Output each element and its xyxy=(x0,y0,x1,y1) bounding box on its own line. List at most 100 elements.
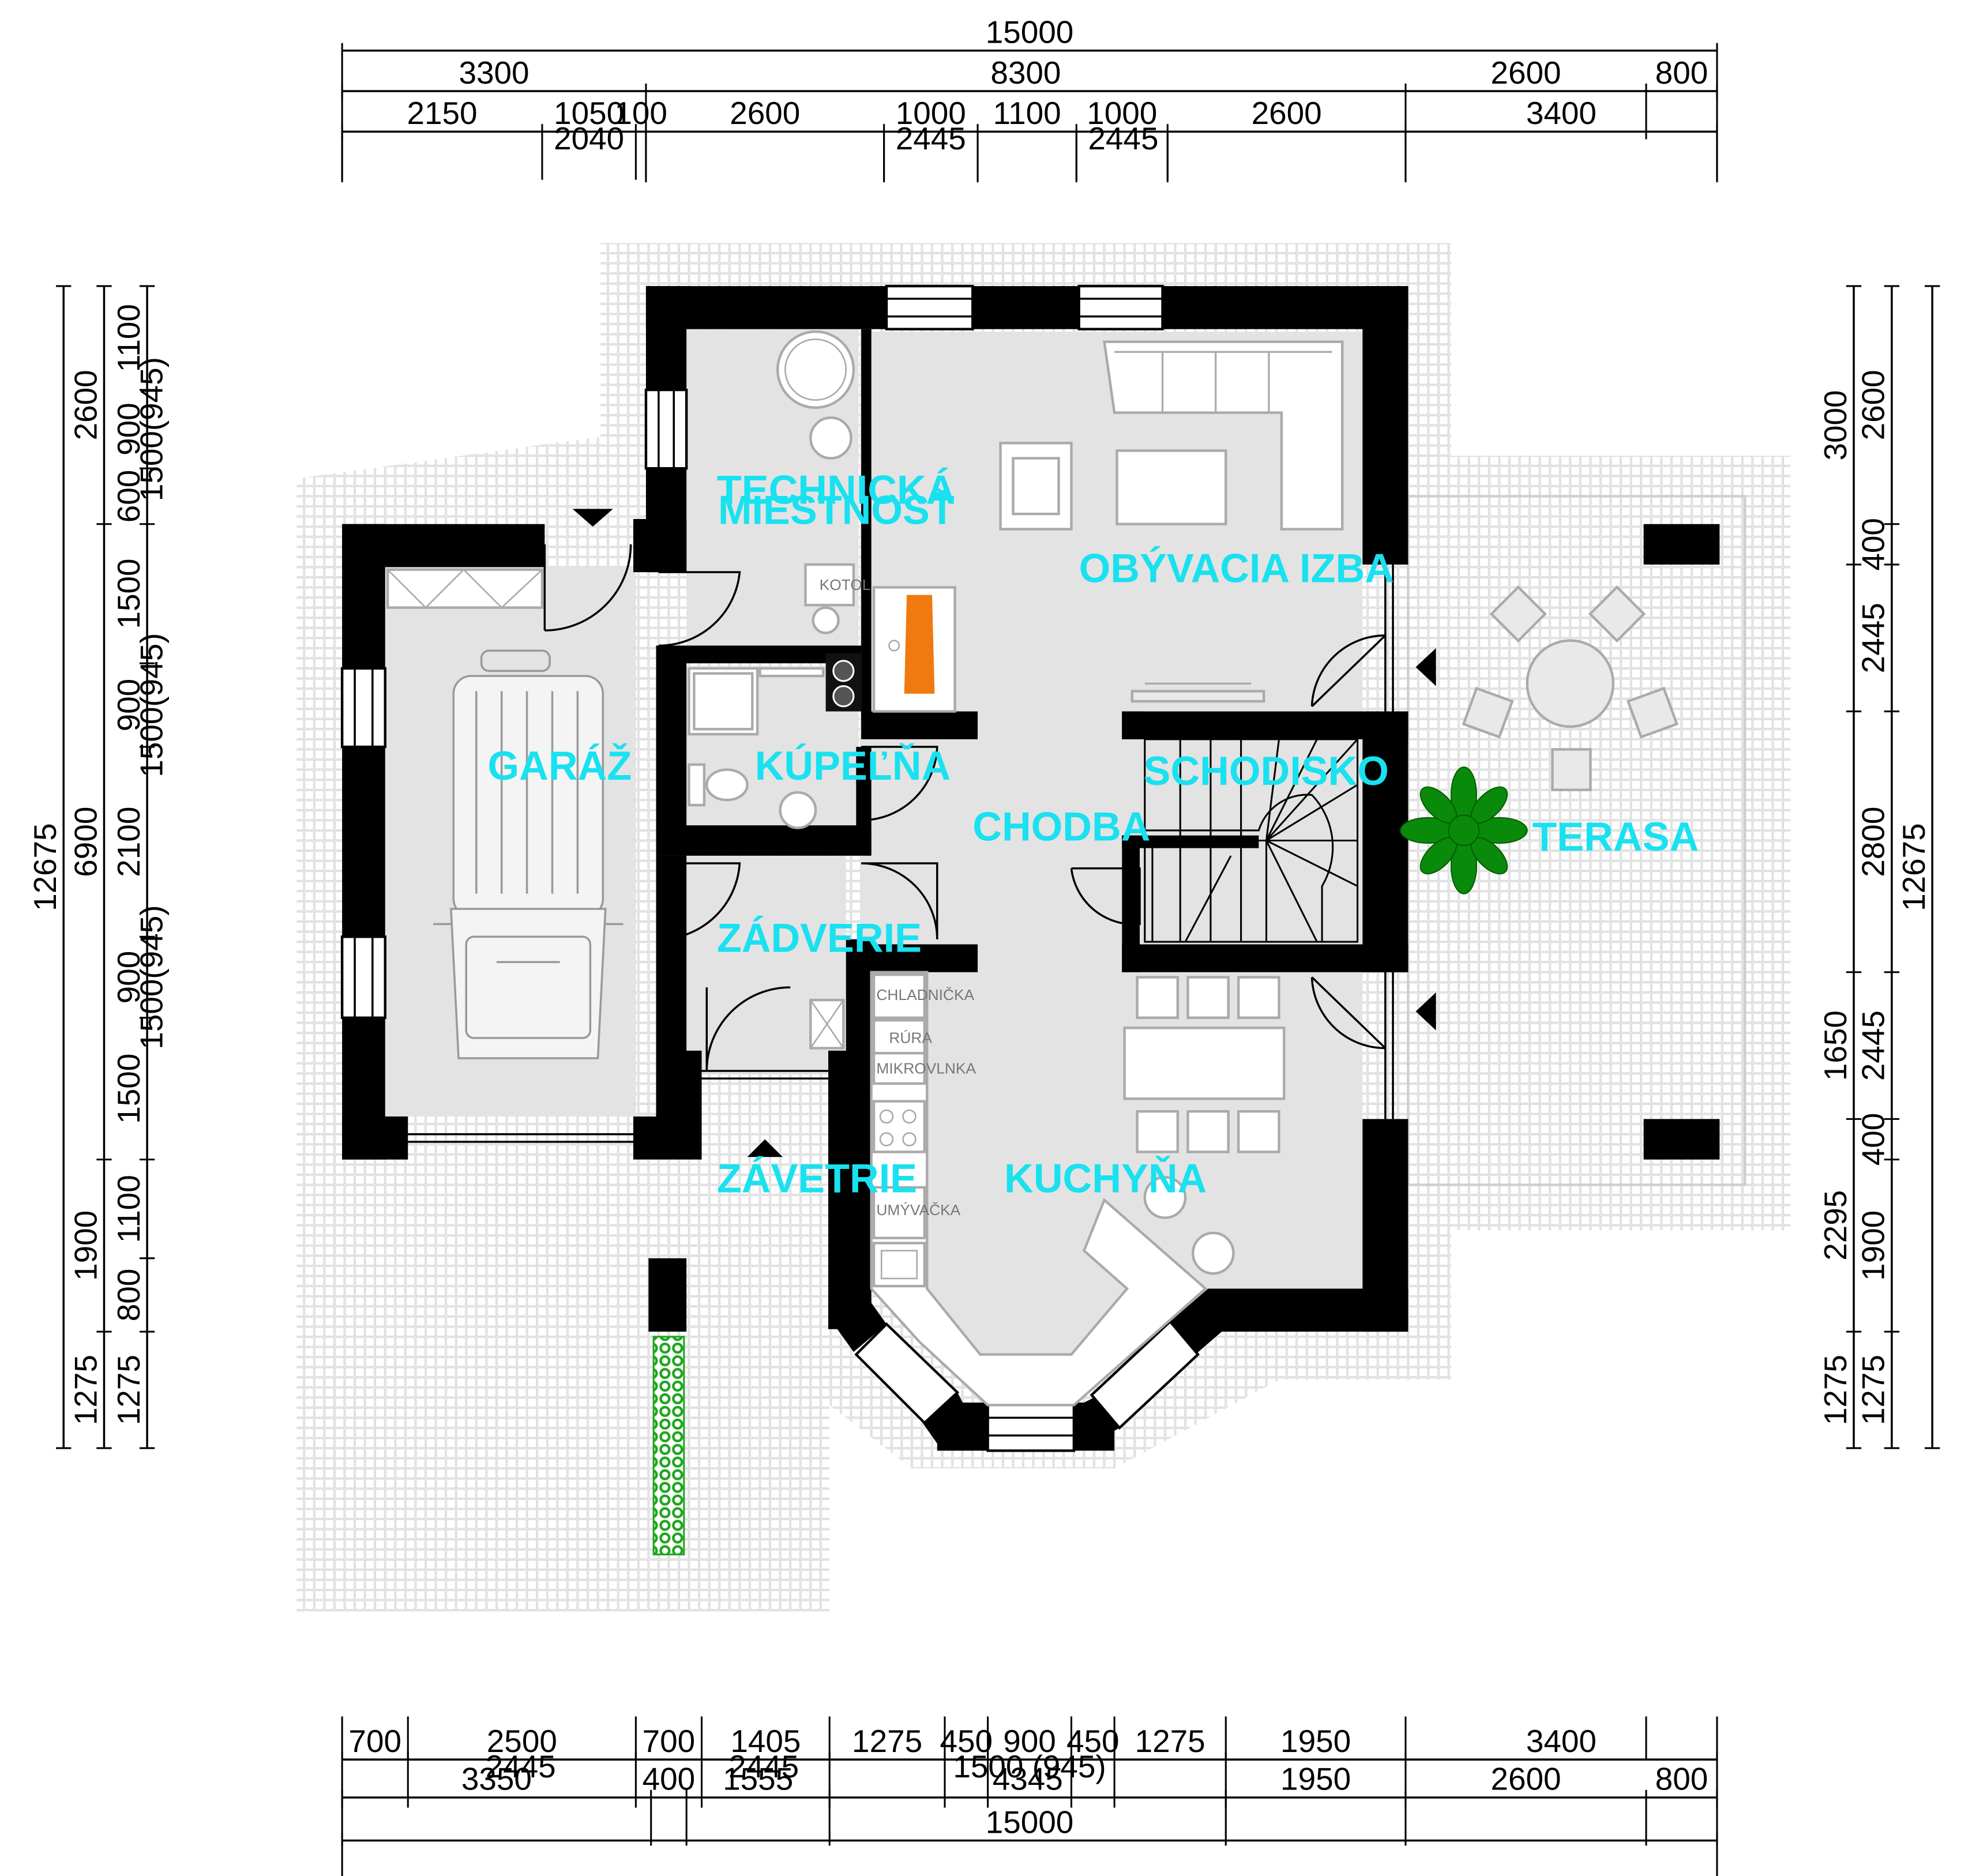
dishwasher-label: UMÝVAČKA xyxy=(876,1201,960,1219)
bar-stool xyxy=(1143,1176,1187,1219)
dimension-label: 400 xyxy=(643,1761,696,1797)
dimension-label: 2600 xyxy=(730,95,800,131)
plant-icon xyxy=(1400,766,1528,894)
dimension-label: 700 xyxy=(348,1723,401,1759)
dimension-label: 450 xyxy=(1066,1723,1120,1759)
room-label-obyvacia: OBÝVACIA IZBA xyxy=(1079,546,1394,591)
dining-chair xyxy=(1186,976,1230,1019)
entry-arrow-icon xyxy=(572,509,613,527)
dimension-label: 1275 xyxy=(1856,1355,1891,1425)
dimension-label: 1275 xyxy=(852,1723,922,1759)
dimension-label: 1275 xyxy=(1817,1355,1853,1425)
toilet xyxy=(705,768,749,802)
dimension-label: 1500 xyxy=(111,558,147,629)
oven-label: RÚRA xyxy=(889,1029,932,1047)
dimension-label: 1555 xyxy=(723,1761,793,1797)
dining-chair xyxy=(1237,1110,1280,1153)
terrace-chair xyxy=(1551,748,1592,791)
fridge-label: CHLADNIČKA xyxy=(876,986,974,1003)
dimension-label: 1405 xyxy=(730,1723,801,1759)
window xyxy=(1077,284,1164,330)
dimension-label: 900 xyxy=(111,403,147,456)
door-swing xyxy=(1070,867,1141,926)
microwave xyxy=(872,1052,926,1085)
wall xyxy=(828,1050,872,1329)
oven xyxy=(872,1018,926,1055)
window xyxy=(1090,1319,1200,1430)
wall xyxy=(972,286,1079,329)
dimension-label: 1000 xyxy=(896,95,966,131)
wall xyxy=(1362,286,1409,565)
wall xyxy=(342,747,385,937)
dimension-label: 450 xyxy=(940,1723,993,1759)
dimension-label: 100 xyxy=(614,95,667,131)
dimension-label: 2800 xyxy=(1856,807,1891,877)
wall xyxy=(1122,944,1409,972)
wall xyxy=(1122,711,1409,739)
dimension-label: 2445 xyxy=(486,1749,556,1784)
hedge xyxy=(652,1336,685,1556)
dimension-label: 2445 xyxy=(1088,121,1158,156)
room-label-kuchyna: KUCHYŇA xyxy=(1004,1156,1207,1201)
wall xyxy=(1208,1288,1409,1332)
armchair-cushion xyxy=(1012,457,1060,516)
wall xyxy=(342,524,385,668)
dimension-label: 800 xyxy=(1655,55,1708,91)
dimension-label: 2040 xyxy=(554,121,624,156)
terrace-chair xyxy=(1462,686,1514,739)
dimension-label: 1500(945) xyxy=(133,633,169,777)
wall xyxy=(861,329,872,722)
dimension-label: 15000 xyxy=(986,14,1074,50)
dimension-label: 1275 xyxy=(67,1355,103,1425)
dimension-label: 2445 xyxy=(896,121,966,156)
wall xyxy=(856,747,872,854)
wall xyxy=(656,645,687,856)
dimension-label: 2100 xyxy=(111,807,147,877)
wall xyxy=(656,1050,702,1119)
wall xyxy=(633,518,687,573)
dimension-label: 900 xyxy=(1003,1723,1056,1759)
room-label-kupelna: KÚPEĽŇA xyxy=(755,743,951,788)
dimension-label: 1950 xyxy=(1280,1761,1351,1797)
window xyxy=(340,667,386,749)
dimension-label: 1650 xyxy=(1817,1010,1853,1081)
dimension-label: 1500 (945) xyxy=(953,1749,1106,1784)
sink xyxy=(779,791,817,829)
room-label-technicka-1: TECHNICKÁ xyxy=(717,467,956,513)
dimension-label: 3300 xyxy=(459,55,529,91)
room-label-technicka-2: MIESTNOSŤ xyxy=(718,487,955,533)
garage-shelf xyxy=(386,568,544,609)
dimension-label: 800 xyxy=(1655,1761,1708,1797)
dimension-label: 2445 xyxy=(1856,603,1891,673)
boiler-label: KOTOL xyxy=(820,576,871,593)
wall xyxy=(1362,711,1409,972)
dimension-label: 700 xyxy=(643,1723,696,1759)
dimension-label: 2600 xyxy=(1490,1761,1561,1797)
shower-tray xyxy=(693,672,754,731)
garden-wall xyxy=(648,1258,687,1332)
dimension-label: 400 xyxy=(1856,1113,1891,1166)
terrace-pillar xyxy=(1643,1119,1720,1160)
dimension-label: 1275 xyxy=(1135,1723,1205,1759)
dimension-label: 6900 xyxy=(67,807,103,877)
window xyxy=(340,935,386,1019)
dimension-label: 2295 xyxy=(1817,1190,1853,1261)
dimension-label: 1500(945) xyxy=(133,905,169,1049)
windows xyxy=(340,284,1394,1452)
wall xyxy=(633,1116,702,1160)
bar-stool xyxy=(1191,1231,1235,1275)
dimension-label: 2445 xyxy=(728,1749,799,1784)
room-label-schodisko: SCHODISKO xyxy=(1144,748,1389,794)
dimension-label: 2445 xyxy=(1856,1010,1891,1081)
dimension-label: 400 xyxy=(1856,518,1891,571)
dimension-label: 1100 xyxy=(993,95,1061,131)
door-swing xyxy=(658,571,741,647)
cooktop xyxy=(872,1100,926,1153)
door-swing xyxy=(1310,634,1387,708)
dining-chair xyxy=(1237,976,1280,1019)
boiler xyxy=(804,563,855,607)
entry-arrows xyxy=(572,509,1436,1157)
boiler-tank xyxy=(776,330,855,409)
